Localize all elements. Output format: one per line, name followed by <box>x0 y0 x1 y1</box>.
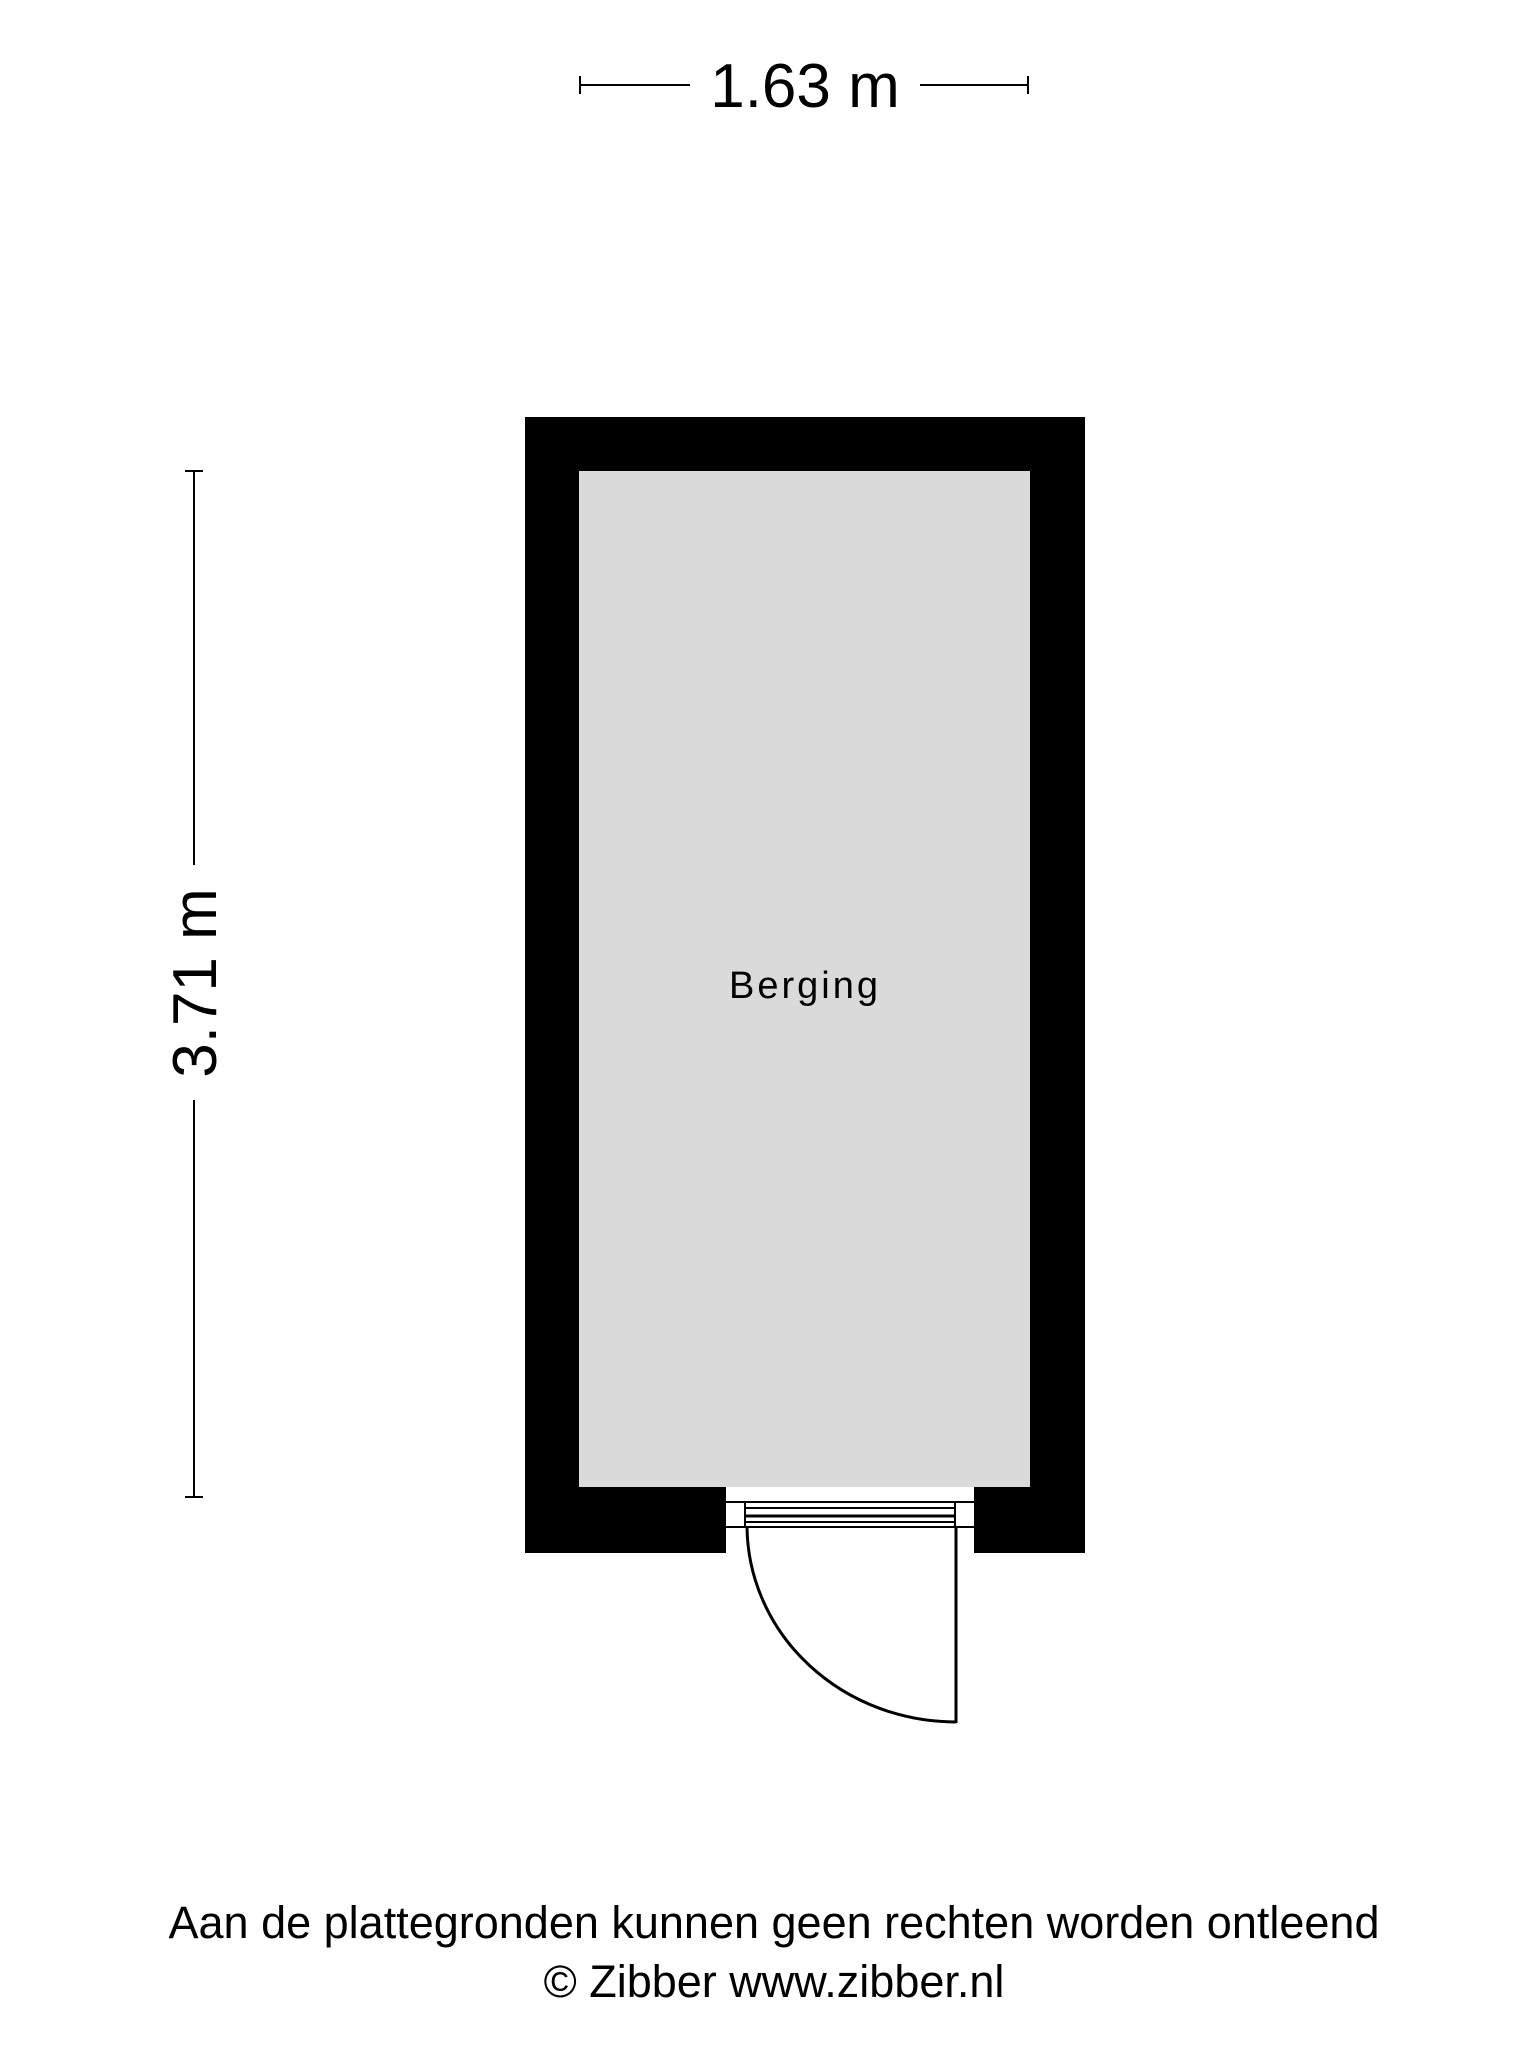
copyright-text: © Zibber www.zibber.nl <box>544 1956 1005 2007</box>
room-floor <box>579 471 1030 1487</box>
room-label: Berging <box>729 965 881 1007</box>
door <box>726 1501 974 1724</box>
width-label: 1.63 m <box>710 52 900 121</box>
length-label: 3.71 m <box>161 888 230 1078</box>
room-walls <box>525 417 1085 1557</box>
width-dimension: 1.63 m <box>579 52 1029 121</box>
disclaimer-text: Aan de plattegronden kunnen geen rechten… <box>169 1897 1380 1948</box>
length-dimension: 3.71 m <box>161 470 230 1498</box>
